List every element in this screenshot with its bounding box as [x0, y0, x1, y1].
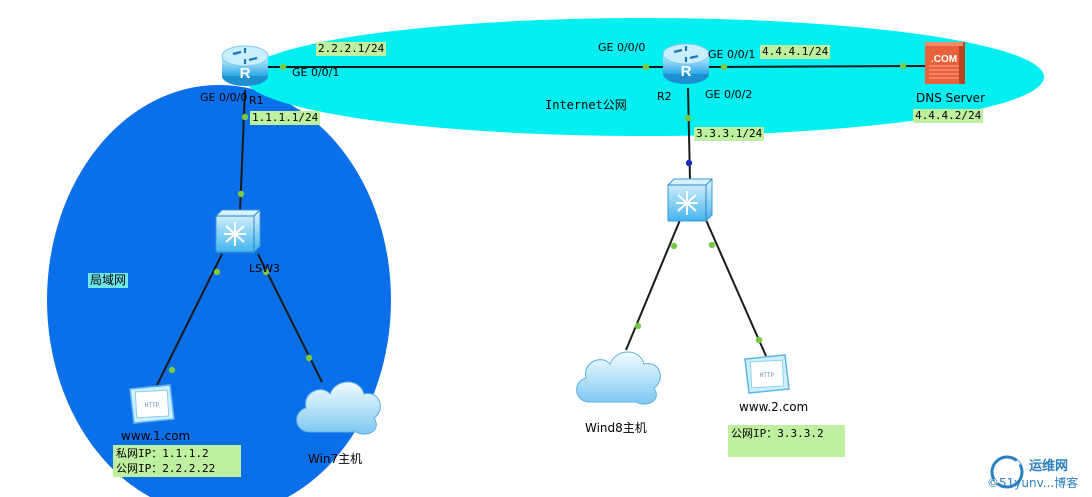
dns-badge: .COM — [931, 54, 957, 65]
http-badge: HTTP — [145, 402, 160, 409]
port-dot — [670, 242, 678, 250]
www1-private-ip: 私网IP：1.1.1.2 — [116, 447, 209, 460]
ip-label-r2-dns: 4.4.4.1/24 — [760, 45, 831, 59]
http-server-icon: HTTP — [129, 384, 175, 424]
http-server-www2[interactable]: HTTP — [744, 354, 790, 394]
switch-lsw3[interactable] — [215, 209, 261, 253]
port-label-r1-ge000: GE 0/0/0 — [200, 91, 248, 104]
watermark: 运维网 ©51yunv...博客 — [985, 452, 1089, 494]
port-dot — [684, 114, 692, 122]
port-dot — [720, 63, 728, 71]
port-dot — [642, 63, 650, 71]
ip-label-r2-lan: 3.3.3.1/24 — [694, 127, 765, 141]
dns-server-icon: .COM — [925, 42, 965, 84]
lan-zone-label: 局域网 — [88, 273, 129, 288]
port-dot-blue — [685, 159, 693, 167]
wind8-name: Wind8主机 — [585, 421, 647, 435]
http-server-icon: HTTP — [744, 354, 790, 394]
switch-right[interactable] — [667, 178, 713, 222]
www2-name: www.2.com — [739, 400, 809, 414]
port-label-r2-ge002: GE 0/0/2 — [705, 88, 753, 101]
www2-info: 公网IP：3.3.3.2 — [728, 425, 845, 457]
ip-label-r1-lan: 1.1.1.1/24 — [250, 111, 321, 125]
port-dot — [279, 63, 287, 71]
www1-name: www.1.com — [121, 429, 191, 443]
dns-server[interactable]: .COM — [925, 42, 965, 84]
ip-label-dns: 4.4.4.2/24 — [913, 109, 984, 123]
dns-name: DNS Server — [916, 91, 985, 105]
svg-text:R: R — [681, 63, 692, 80]
www1-info: 私网IP：1.1.1.2 公网IP：2.2.2.22 — [113, 445, 241, 477]
switch-icon — [215, 209, 261, 253]
link-r2-dns[interactable] — [705, 65, 926, 68]
cloud-icon — [296, 381, 381, 435]
port-label-r2-ge000: GE 0/0/0 — [598, 41, 646, 54]
port-dot — [899, 62, 907, 70]
port-label-r1-ge001: GE 0/0/1 — [292, 66, 340, 79]
svg-text:R: R — [240, 65, 251, 82]
cloud-wind8[interactable] — [576, 351, 661, 405]
port-dot — [213, 268, 221, 276]
port-dot — [634, 322, 642, 330]
router-icon: R — [662, 43, 710, 84]
cloud-icon — [576, 351, 661, 405]
router-r1[interactable]: R — [221, 45, 269, 86]
port-dot — [755, 336, 763, 344]
ip-label-r1-wan: 2.2.2.1/24 — [316, 42, 387, 56]
port-dot — [241, 113, 249, 121]
www2-public-ip: 公网IP：3.3.3.2 — [731, 427, 824, 440]
port-dot — [708, 241, 716, 249]
watermark-title: 运维网 — [1029, 459, 1069, 474]
link-sw-wind8[interactable] — [625, 219, 681, 351]
link-sw-www2[interactable] — [705, 219, 767, 357]
router-r2[interactable]: R — [662, 43, 710, 84]
http-badge: HTTP — [760, 372, 775, 379]
cloud-win7[interactable] — [296, 381, 381, 435]
switch-icon — [667, 178, 713, 222]
www1-public-ip: 公网IP：2.2.2.22 — [116, 462, 216, 475]
port-dot — [237, 190, 245, 198]
port-label-r2-ge001: GE 0/0/1 — [708, 48, 756, 61]
win7-name: Win7主机 — [308, 452, 363, 466]
r2-name: R2 — [657, 90, 672, 103]
port-dot — [168, 366, 176, 374]
watermark-logo-icon — [990, 455, 1024, 489]
port-dot — [305, 354, 313, 362]
port-dot — [262, 268, 270, 276]
lan-zone — [47, 85, 391, 497]
link-lsw3-win7[interactable] — [257, 253, 323, 383]
link-lsw3-www1[interactable] — [156, 253, 223, 386]
router-icon: R — [221, 45, 269, 86]
watermark-sub: ©51yunv...博客 — [987, 476, 1079, 490]
lsw3-name: LSW3 — [249, 262, 280, 275]
http-server-www1[interactable]: HTTP — [129, 384, 175, 424]
port-dots — [168, 62, 907, 374]
internet-zone-label: Internet公网 — [543, 98, 629, 113]
internet-zone — [244, 18, 1044, 136]
r1-name: R1 — [249, 94, 264, 107]
